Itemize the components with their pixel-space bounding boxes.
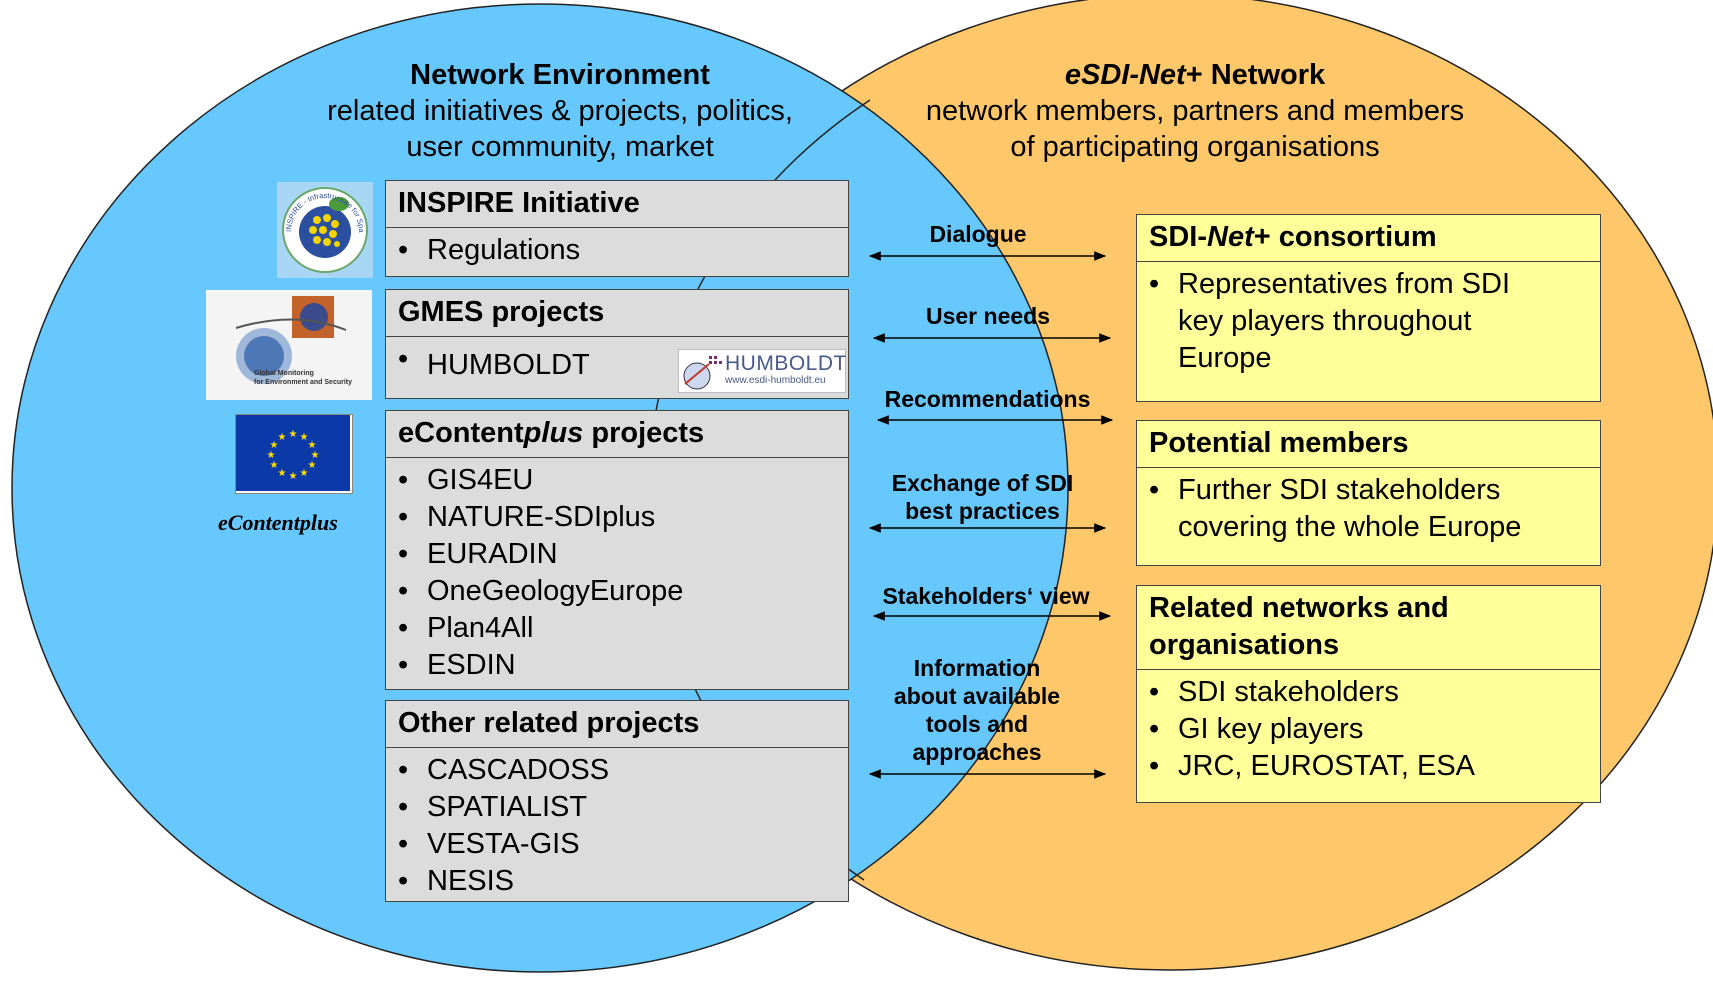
label-line: best practices	[905, 498, 1060, 524]
related-networks-box-title: Related networks and organisations	[1137, 586, 1600, 670]
svg-text:★: ★	[311, 450, 320, 461]
list-item: EURADIN	[398, 536, 848, 573]
list-item: Plan4All	[398, 610, 848, 647]
inspire-box-title: INSPIRE Initiative	[386, 181, 848, 228]
humboldt-globe-icon	[683, 356, 722, 390]
label-recommendations: Recommendations	[884, 386, 1091, 412]
consortium-box-title: SDI-Net+ consortium	[1137, 215, 1600, 262]
inspire-logo: INSPIRE - Infrastructure for Spatial Inf…	[274, 175, 373, 278]
list-item: NATURE-SDIplus	[398, 499, 848, 536]
svg-text:★: ★	[300, 468, 309, 479]
eu-flag-logo: ★★★ ★★★ ★★★ ★★★	[235, 414, 353, 494]
label-line: approaches	[912, 739, 1042, 765]
potential-members-box-title: Potential members	[1137, 421, 1600, 468]
gmes-logo-graphic	[206, 290, 372, 400]
other-projects-box-title: Other related projects	[386, 701, 848, 748]
list-item: SDI stakeholders	[1149, 674, 1600, 711]
title-part: + consortium	[1253, 221, 1437, 253]
list-item: Further SDI stakeholders covering the wh…	[1149, 472, 1600, 546]
econtentplus-box-title: eContentplus projects	[386, 411, 848, 458]
title-part: SDI-	[1149, 221, 1207, 253]
gmes-logo-line2: for Environment and Security	[254, 379, 353, 386]
label-stakeholders-view: Stakeholders‘ view	[882, 583, 1090, 609]
label-user-needs: User needs	[925, 303, 1050, 329]
svg-text:★: ★	[278, 432, 287, 443]
other-projects-box: Other related projects CASCADOSS SPATIAL…	[385, 700, 849, 902]
left-header: Network Environment related initiatives …	[240, 57, 880, 165]
gmes-logo-line1: Global Monitoring	[254, 370, 314, 377]
list-item: Regulations	[398, 232, 848, 269]
consortium-box: SDI-Net+ consortium Representatives from…	[1136, 214, 1601, 402]
label-line: Exchange of SDI	[891, 470, 1074, 496]
gmes-box: GMES projects HUMBOLDT HUMBOLDT www.esdi…	[385, 289, 849, 399]
title-part-italic: plus	[523, 417, 584, 449]
right-header-title-rest: + Network	[1185, 59, 1326, 91]
gmes-box-title: GMES projects	[386, 290, 848, 337]
caption-part-italic: plus	[299, 510, 338, 535]
potential-members-box: Potential members Further SDI stakeholde…	[1136, 420, 1601, 566]
title-part: projects	[583, 417, 705, 449]
list-item: GI key players	[1149, 711, 1600, 748]
econtentplus-box: eContentplus projects GIS4EU NATURE-SDIp…	[385, 410, 849, 690]
humboldt-logo-url: www.esdi-humboldt.eu	[725, 375, 826, 386]
list-item: Representatives from SDI key players thr…	[1149, 266, 1600, 377]
label-line: tools and	[925, 711, 1029, 737]
right-header-title-italic: eSDI-Net	[1064, 59, 1186, 91]
list-item: GIS4EU	[398, 462, 848, 499]
label-best-practices: Exchange of SDI best practices	[870, 469, 1095, 525]
inspire-logo-graphic: INSPIRE - Infrastructure for Spatial Inf…	[274, 175, 368, 273]
svg-text:★: ★	[270, 460, 279, 471]
list-item: VESTA-GIS	[398, 826, 848, 863]
label-dialogue: Dialogue	[929, 221, 1027, 247]
list-item: SPATIALIST	[398, 789, 848, 826]
svg-text:★: ★	[278, 468, 287, 479]
label-line: about available	[893, 683, 1061, 709]
svg-text:★: ★	[270, 440, 279, 451]
humboldt-logo-name: HUMBOLDT	[725, 352, 847, 375]
eu-flag-icon: ★★★ ★★★ ★★★ ★★★	[236, 415, 350, 491]
list-item: OneGeologyEurope	[398, 573, 848, 610]
svg-text:★: ★	[308, 440, 317, 451]
svg-text:★: ★	[289, 471, 298, 482]
label-information: Information about available tools and ap…	[872, 654, 1082, 766]
svg-text:★: ★	[308, 460, 317, 471]
svg-text:★: ★	[289, 429, 298, 440]
svg-text:★: ★	[300, 432, 309, 443]
list-item: HUMBOLDT	[398, 341, 848, 384]
list-item: CASCADOSS	[398, 752, 848, 789]
title-part-italic: Net	[1207, 221, 1254, 253]
right-header: eSDI-Net+ Network network members, partn…	[880, 57, 1510, 165]
list-item: NESIS	[398, 863, 848, 900]
list-item: ESDIN	[398, 647, 848, 684]
caption-part: eContent	[218, 510, 300, 535]
left-header-line1: related initiatives & projects, politics…	[327, 95, 793, 127]
title-part: eContent	[398, 417, 524, 449]
left-header-title: Network Environment	[410, 59, 710, 91]
left-header-line2: user community, market	[406, 131, 714, 163]
label-line: Information	[913, 655, 1041, 681]
related-networks-box: Related networks and organisations SDI s…	[1136, 585, 1601, 803]
right-header-line2: of participating organisations	[1010, 131, 1380, 163]
list-item: JRC, EUROSTAT, ESA	[1149, 748, 1600, 785]
humboldt-logo: HUMBOLDT www.esdi-humboldt.eu	[678, 349, 846, 393]
svg-text:★: ★	[267, 450, 276, 461]
gmes-logo: Global Monitoring for Environment and Se…	[206, 290, 372, 400]
inspire-box: INSPIRE Initiative Regulations	[385, 180, 849, 277]
econtentplus-caption: eContentplus	[218, 510, 338, 536]
right-header-line1: network members, partners and members	[925, 95, 1465, 127]
